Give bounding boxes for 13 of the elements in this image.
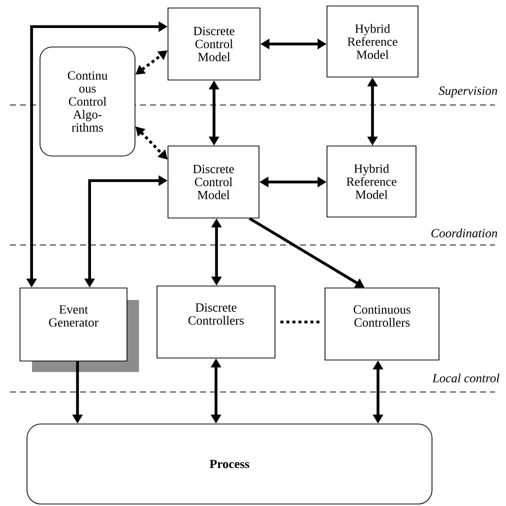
layer-label: Coordination xyxy=(431,228,498,238)
layer-label: Supervision xyxy=(438,86,498,98)
process-box: Discrete Control Model xyxy=(168,146,260,218)
process-box: Discrete Controllers xyxy=(156,286,276,358)
process-box: Discrete Control Model xyxy=(168,8,260,80)
process-box: Hybrid Reference Model xyxy=(326,6,418,78)
process-block: Process xyxy=(26,424,432,504)
process-box: Continuous Controllers xyxy=(324,288,440,360)
arrow xyxy=(136,126,168,160)
process-box: Hybrid Reference Model xyxy=(326,146,416,218)
shadowed-box: Event Generator xyxy=(20,288,139,372)
layer-label: Local control xyxy=(432,374,500,382)
rounded-box: Continu ous Control Algo- rithms xyxy=(40,46,136,156)
